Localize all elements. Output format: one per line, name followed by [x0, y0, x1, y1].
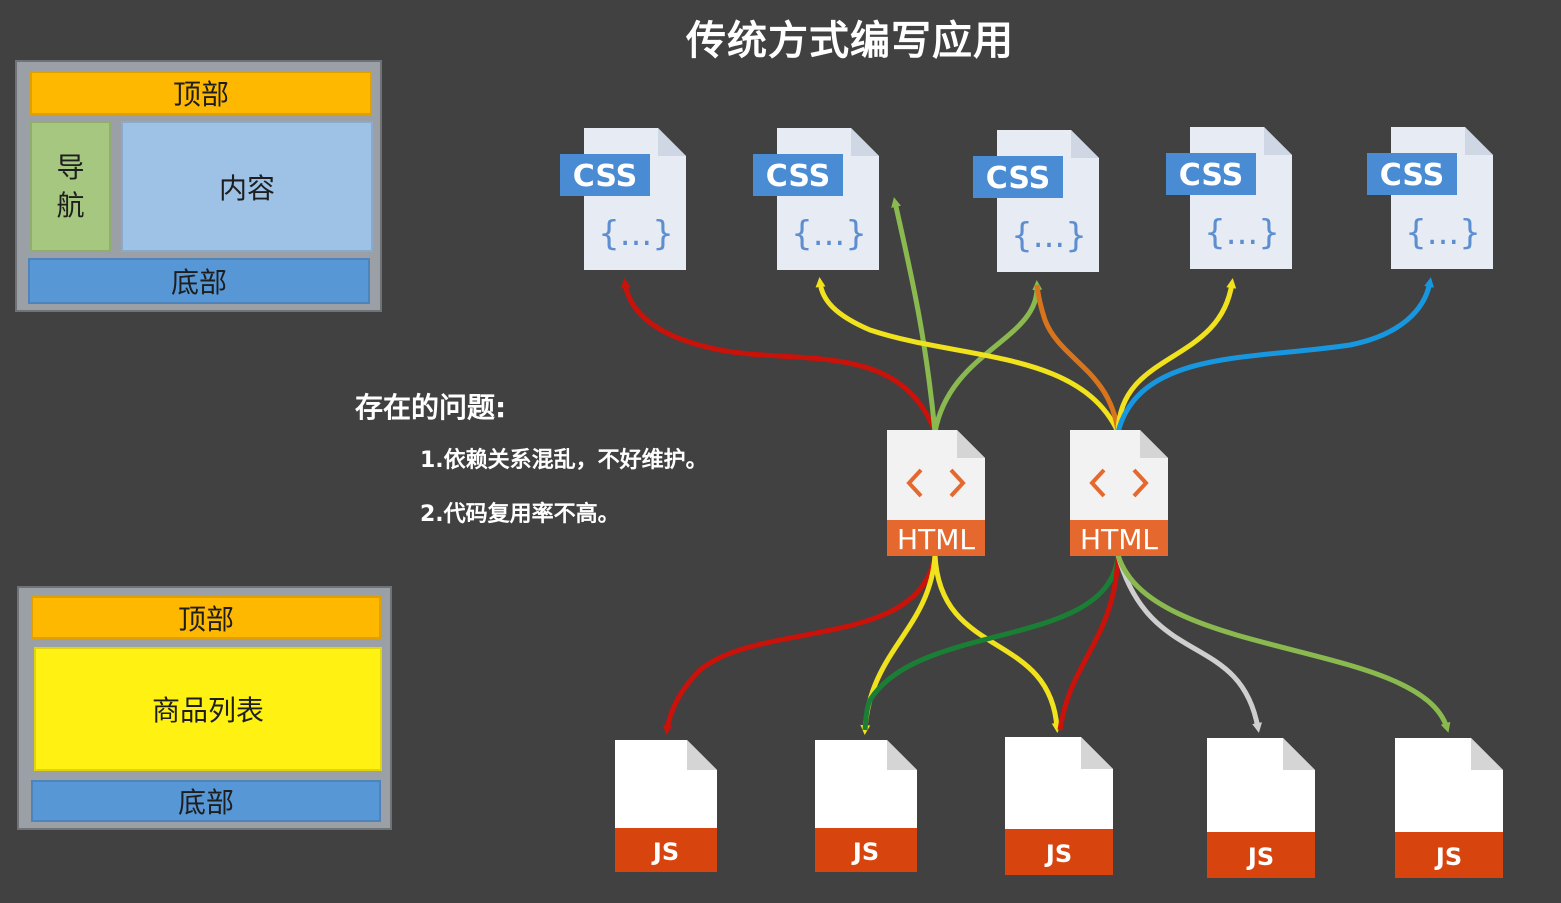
js-label: JS	[651, 838, 679, 866]
js-label: JS	[1246, 843, 1274, 871]
css-label: CSS	[1380, 158, 1444, 193]
arrow-html2-js3	[1057, 554, 1121, 731]
arrow-html2-js2	[862, 554, 1121, 731]
arrow-html2-css4	[1115, 278, 1237, 433]
css-file-icon-5: CSS {...}	[1367, 127, 1493, 269]
css-file-icon-1: CSS {...}	[560, 128, 686, 270]
html-file-icon-2: HTML	[1070, 430, 1168, 556]
arrow-html2-js5	[1115, 554, 1451, 733]
page-title: 传统方式编写应用	[686, 18, 1014, 64]
layout1-header: 顶部	[30, 71, 372, 115]
html-file-icon-1: HTML	[887, 430, 985, 556]
css-label: CSS	[573, 159, 637, 194]
layout-diagram-1: 顶部 导 航 内容 底部	[15, 60, 382, 312]
arrow-html2-css3	[1034, 284, 1121, 433]
css-brace: {...}	[598, 214, 674, 254]
css-brace: {...}	[1405, 213, 1481, 253]
css-label: CSS	[986, 161, 1050, 196]
css-brace: {...}	[791, 214, 867, 254]
css-label: CSS	[766, 159, 830, 194]
layout1-footer: 底部	[28, 258, 370, 304]
problem-item-1: 1.依赖关系混乱，不好维护。	[420, 448, 708, 473]
arrow-html1-js1	[662, 554, 938, 735]
layout1-content: 内容	[121, 121, 373, 252]
layout2-header: 顶部	[31, 596, 381, 639]
problems-title: 存在的问题:	[355, 391, 507, 424]
css-brace: {...}	[1204, 213, 1280, 253]
arrow-html1-css3	[932, 280, 1043, 433]
arrow-html2-css2	[815, 277, 1121, 434]
arrow-html2-js4	[1115, 554, 1263, 733]
js-file-icon-3: JS	[1005, 737, 1113, 875]
css-label: CSS	[1179, 158, 1243, 193]
js-file-icon-4: JS	[1207, 738, 1315, 878]
js-label: JS	[1434, 843, 1462, 871]
arrow-html1-css1	[620, 278, 938, 433]
js-label: JS	[851, 838, 879, 866]
js-file-icon-2: JS	[815, 740, 917, 872]
arrow-html1-js3	[932, 554, 1062, 733]
css-file-icon-4: CSS {...}	[1166, 127, 1292, 269]
js-file-icon-1: JS	[615, 740, 717, 872]
css-file-icon-2: CSS {...}	[753, 128, 879, 270]
arrow-html2-css5	[1115, 277, 1435, 433]
layout1-nav: 导 航	[30, 121, 111, 252]
css-file-icon-3: CSS {...}	[973, 130, 1099, 272]
js-label: JS	[1044, 840, 1072, 868]
html-label: HTML	[1080, 523, 1158, 556]
layout2-footer: 底部	[31, 780, 381, 822]
js-file-icon-5: JS	[1395, 738, 1503, 878]
html-label: HTML	[897, 523, 975, 556]
problem-item-2: 2.代码复用率不高。	[420, 502, 620, 527]
layout2-product-list: 商品列表	[34, 647, 382, 771]
arrow-html1-css2	[891, 197, 938, 433]
layout-diagram-2: 顶部 商品列表 底部	[17, 586, 392, 830]
css-brace: {...}	[1011, 216, 1087, 256]
